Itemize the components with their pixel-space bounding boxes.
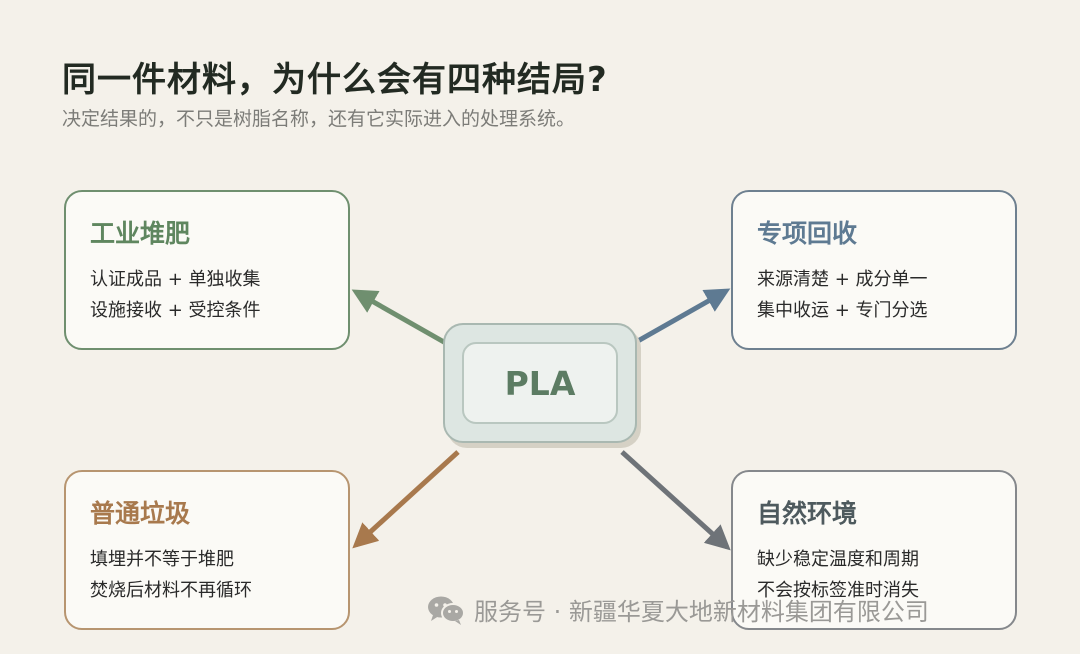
pla-node: PLA (443, 323, 637, 443)
card-line: 集中收运 + 专门分选 (757, 300, 928, 321)
watermark: 服务号 · 新疆华夏大地新材料集团有限公司 (426, 592, 929, 627)
card-line: 不会按标签准时消失 (757, 580, 919, 601)
card-industrial-compost: 工业堆肥 认证成品 + 单独收集 设施接收 + 受控条件 (64, 190, 350, 350)
card-title: 普通垃圾 (90, 499, 191, 528)
page-title: 同一件材料，为什么会有四种结局? (62, 60, 608, 100)
arrow-to-trash (352, 450, 460, 549)
page-subtitle: 决定结果的，不只是树脂名称，还有它实际进入的处理系统。 (62, 108, 576, 130)
arrow-to-nature (620, 450, 731, 551)
wechat-icon (428, 596, 465, 625)
pla-label: PLA (462, 342, 618, 424)
card-line: 缺少稳定温度和周期 (757, 549, 919, 570)
card-line: 焚烧后材料不再循环 (90, 580, 252, 601)
card-line: 填埋并不等于堆肥 (90, 549, 234, 570)
card-general-waste: 普通垃圾 填埋并不等于堆肥 焚烧后材料不再循环 (64, 470, 350, 630)
card-title: 专项回收 (757, 219, 858, 248)
card-natural-environment: 自然环境 缺少稳定温度和周期 不会按标签准时消失 (731, 470, 1017, 630)
card-line: 认证成品 + 单独收集 (90, 269, 261, 290)
arrow-to-recycle (620, 288, 731, 353)
card-title: 自然环境 (757, 499, 858, 528)
card-dedicated-recycling: 专项回收 来源清楚 + 成分单一 集中收运 + 专门分选 (731, 190, 1017, 350)
watermark-text: 服务号 · 新疆华夏大地新材料集团有限公司 (474, 598, 929, 626)
card-line: 来源清楚 + 成分单一 (757, 269, 928, 290)
card-line: 设施接收 + 受控条件 (90, 300, 261, 321)
arrow-to-compost (351, 289, 460, 353)
card-title: 工业堆肥 (90, 219, 191, 248)
